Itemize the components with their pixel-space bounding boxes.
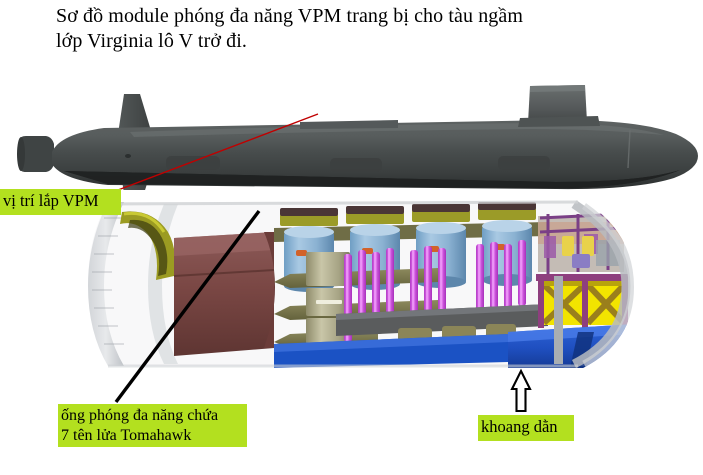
sail: [518, 85, 600, 127]
propulsor-shroud: [17, 136, 54, 172]
hull-body: [52, 120, 698, 190]
vpm-cutaway: [88, 200, 634, 368]
tomahawk-missile-group: [344, 240, 526, 342]
arrow-up-ballast: [510, 368, 532, 413]
hull-top-edge: [107, 200, 579, 206]
upper-rudder: [118, 94, 152, 134]
aft-bulkhead: [173, 232, 275, 356]
support-column: [554, 276, 563, 364]
deck-step: [300, 120, 398, 129]
submarine-profile: [17, 85, 698, 190]
callout-launch-tubes: ống phóng đa năng chứa 7 tên lửa Tomahaw…: [58, 404, 247, 447]
forward-dome: [571, 200, 634, 368]
hull-panel-3: [498, 156, 550, 170]
hull-panel-2: [330, 158, 382, 172]
hull-marking: [125, 154, 131, 158]
frame-ring-outer: [88, 202, 124, 366]
page-title: Sơ đồ module phóng đa năng VPM trang bị …: [56, 5, 524, 52]
leader-line-tubes: [114, 209, 261, 404]
frame-arc-olive: [120, 211, 176, 280]
hull-seam: [627, 129, 631, 169]
ballast-tank-aft: [274, 334, 508, 368]
callout-vpm-position: vị trí lắp VPM: [0, 189, 121, 215]
leader-line-vpm: [117, 113, 319, 191]
forward-machinery: [538, 212, 625, 274]
callout-ballast-compartment: khoang dằn: [478, 415, 574, 441]
tube-deck: [274, 222, 548, 242]
structural-beam: [536, 274, 628, 281]
